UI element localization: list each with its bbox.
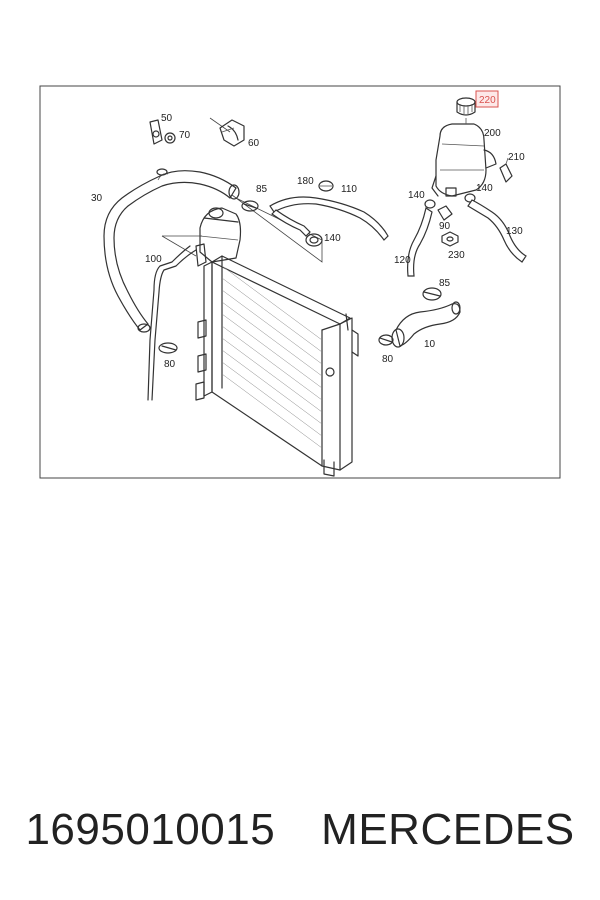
callout-70: 70 <box>179 130 191 141</box>
callout-130: 130 <box>506 226 523 237</box>
callout-220: 220 <box>479 95 496 106</box>
callout-80-right: 80 <box>382 354 394 365</box>
callout-220-highlight[interactable]: 220 <box>475 90 499 108</box>
caption: 1695010015 MERCEDES <box>0 800 600 860</box>
vent-line-100 <box>147 245 197 401</box>
diagram-frame <box>39 85 561 479</box>
hose-130 <box>467 199 527 263</box>
callout-120: 120 <box>394 255 411 266</box>
part-number: 1695010015 <box>25 805 276 854</box>
upper-hose <box>103 168 240 333</box>
clamp-140-tank-left <box>424 199 436 209</box>
callout-30: 30 <box>91 193 103 204</box>
callout-85-upper: 85 <box>256 184 268 195</box>
callout-230: 230 <box>448 250 465 261</box>
parts-diagram: 50 70 60 30 85 180 110 140 100 80 200 21… <box>39 85 561 479</box>
callout-90: 90 <box>439 221 451 232</box>
connector-90 <box>437 205 453 221</box>
callout-50: 50 <box>161 113 173 124</box>
callout-labels: 50 70 60 30 85 180 110 140 100 80 200 21… <box>91 113 525 370</box>
clip-70 <box>164 132 176 144</box>
callout-180: 180 <box>297 176 314 187</box>
callout-200: 200 <box>484 128 501 139</box>
callout-110: 110 <box>341 184 357 195</box>
brand-name: MERCEDES <box>321 805 575 854</box>
radiator <box>195 255 359 477</box>
clip-180 <box>318 180 334 192</box>
hose-120 <box>407 207 433 277</box>
callout-140-mid: 140 <box>324 233 341 244</box>
clamp-80-left <box>158 342 178 354</box>
hose-110 <box>269 196 389 241</box>
clamp-50 <box>149 119 163 145</box>
expansion-tank <box>431 123 497 197</box>
callout-80-left: 80 <box>164 359 176 370</box>
clamp-140-mid <box>305 233 323 247</box>
bracket-60 <box>219 119 245 147</box>
clamp-80-right <box>378 334 394 346</box>
expansion-tank-cap <box>456 97 476 124</box>
callout-10: 10 <box>424 339 436 350</box>
level-sensor-210 <box>499 157 513 183</box>
highlight-box <box>475 90 499 108</box>
callout-60: 60 <box>248 138 260 149</box>
callout-100: 100 <box>145 254 162 265</box>
callout-210: 210 <box>508 152 525 163</box>
nut-230 <box>441 231 459 247</box>
callout-85-lower: 85 <box>439 278 451 289</box>
clamp-85-lower <box>422 287 442 301</box>
callout-140-tank-right: 140 <box>476 183 493 194</box>
radiator-header-tank <box>195 207 242 267</box>
callout-140-tank-left: 140 <box>408 190 425 201</box>
clamp-85-upper <box>241 200 259 212</box>
